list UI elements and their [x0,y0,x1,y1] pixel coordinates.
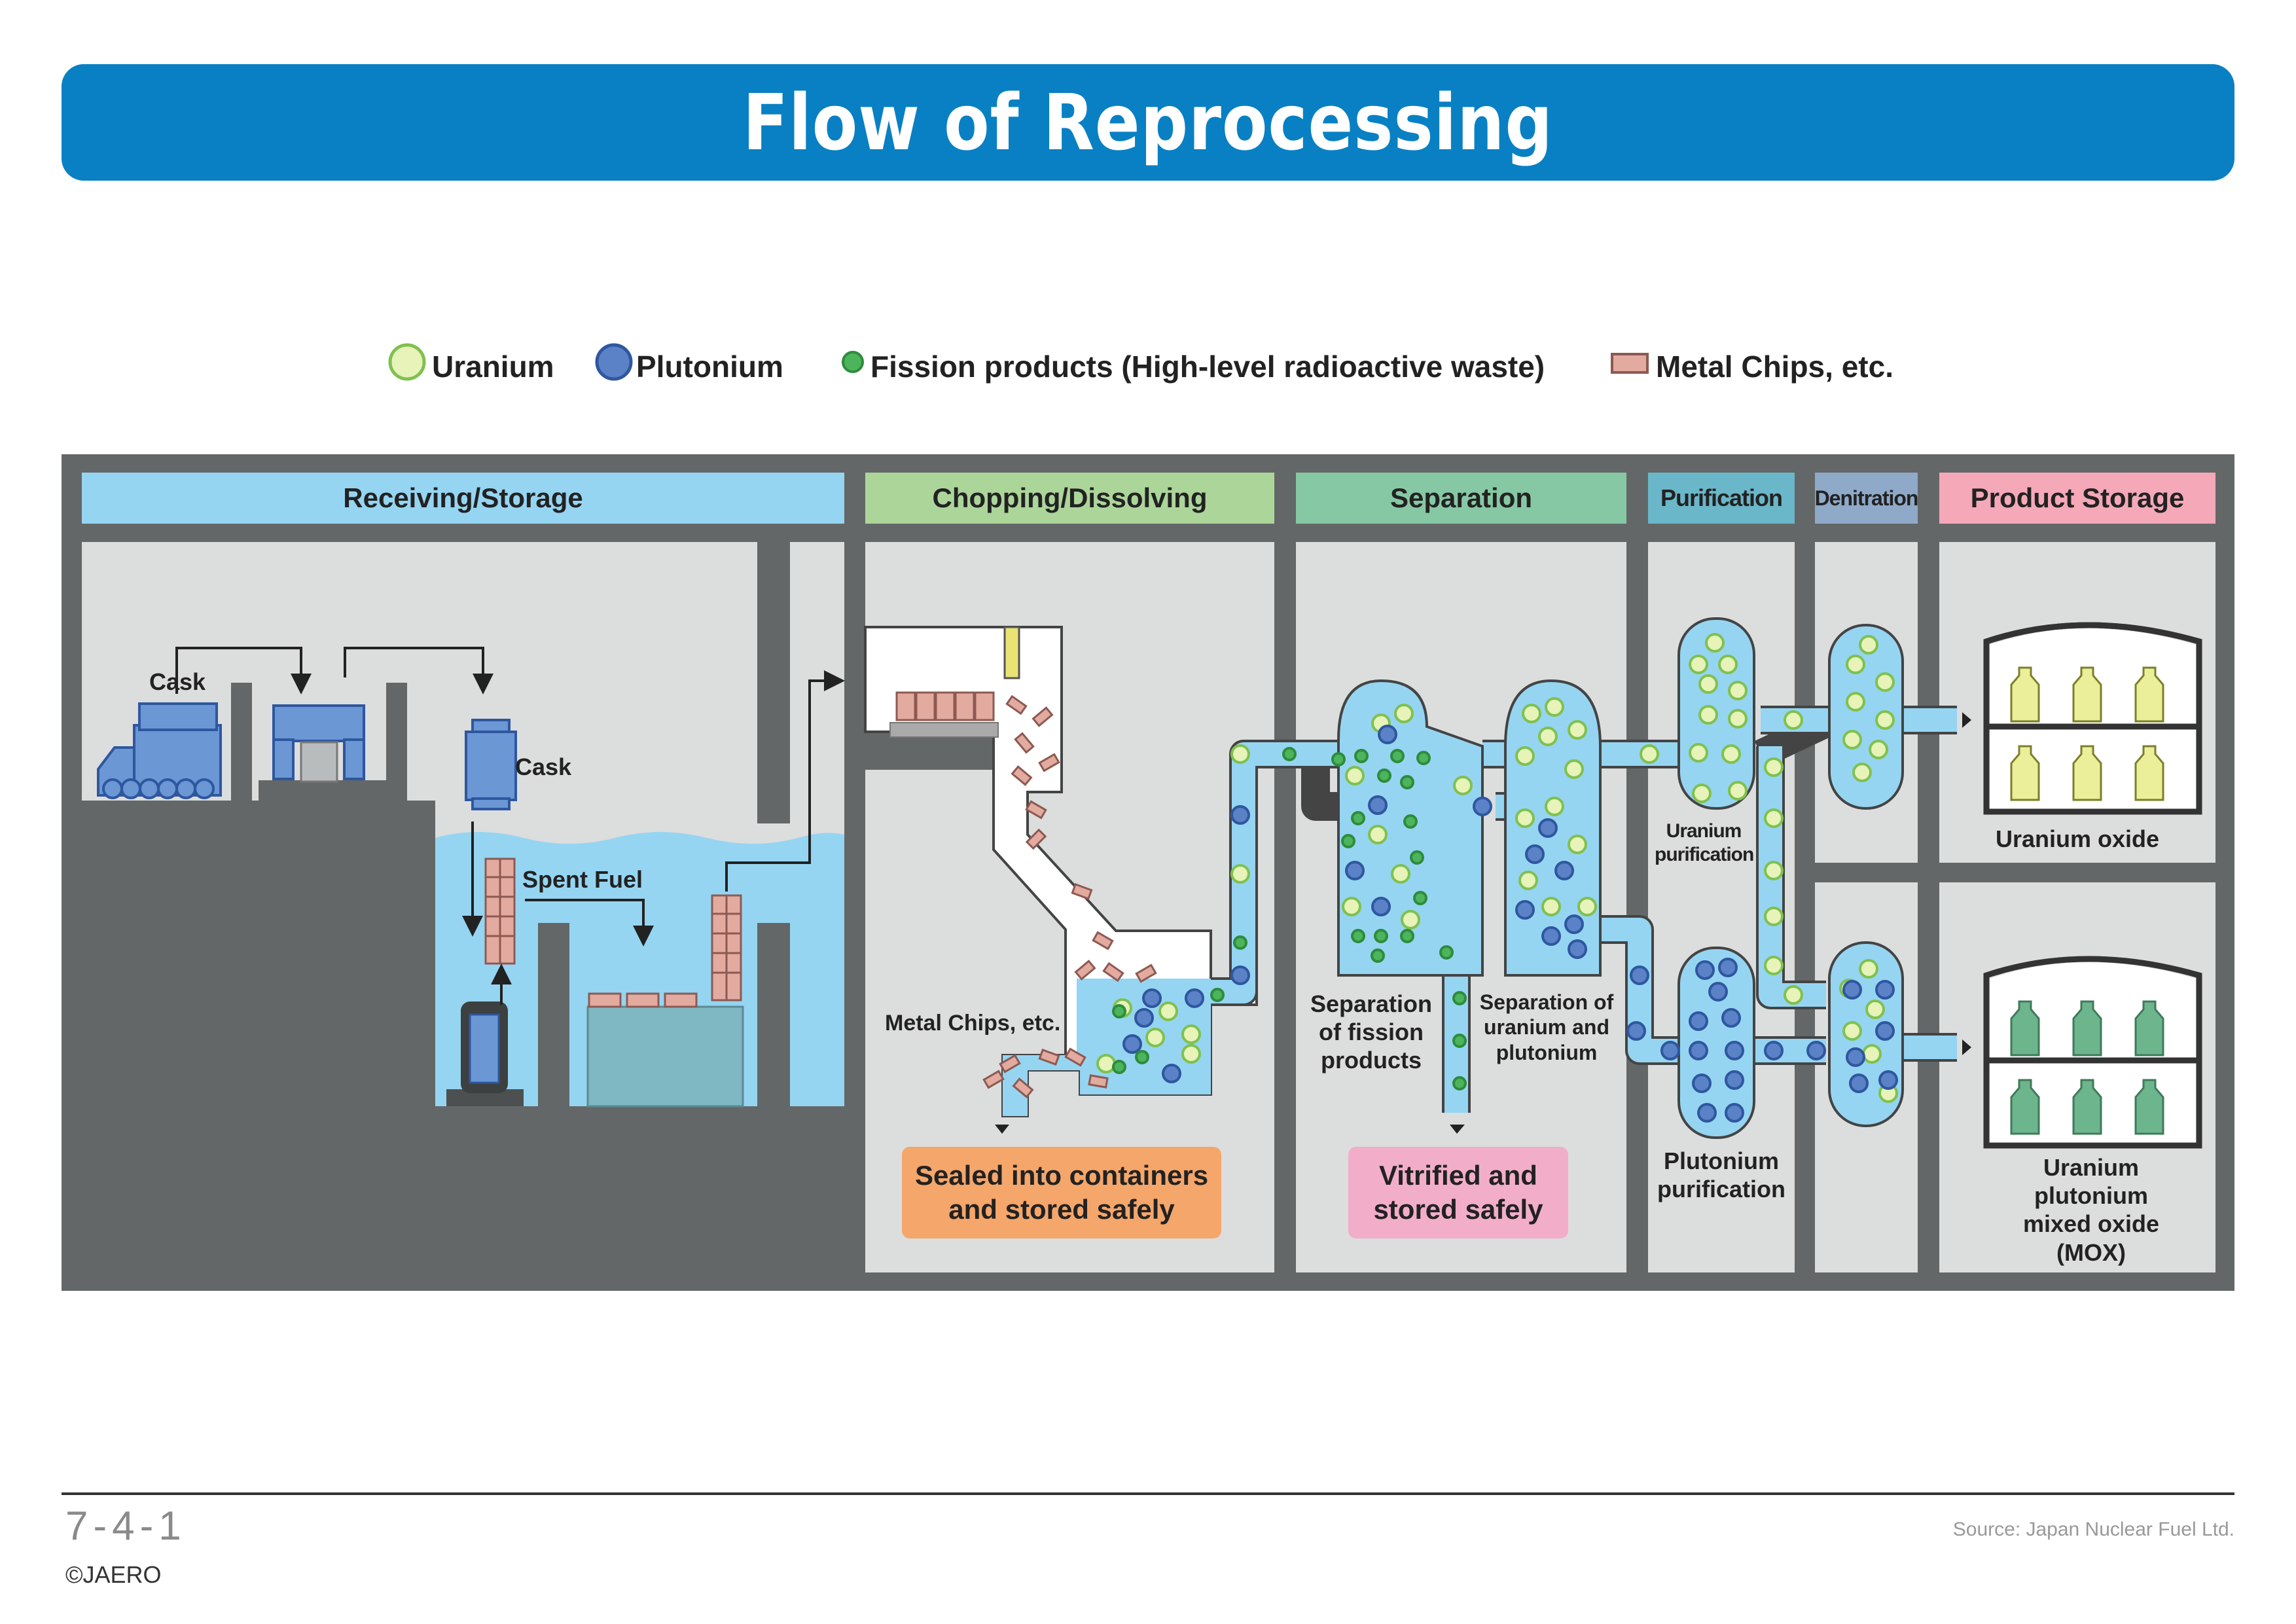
cask-on-platform-icon [272,704,365,780]
pool-divider-1 [538,923,569,1106]
spent-fuel-label: Spent Fuel [522,866,643,893]
legend-label-plutonium: Plutonium [636,350,783,384]
uranium-purification-label: Uranium purification [1655,820,1754,865]
fission-product-particles [1112,747,1467,1091]
pool-divider-2 [757,923,790,1106]
separation-u-pu-label: Separation of uranium and plutonium [1479,990,1614,1064]
legend-label-fission-products: Fission products (High-level radioactive… [870,350,1545,384]
vessel-u-denitration [1828,624,1904,810]
hanging-cask-icon [465,719,517,810]
legend-label-uranium: Uranium [432,350,554,384]
mox-arrow [1962,1039,1971,1055]
legend-fission-products: Fission products (High-level radioactive… [870,340,1545,393]
mox-label: Uranium plutonium mixed oxide (MOX) [2022,1154,2160,1266]
uranium-particles [1096,633,1898,1103]
chips-outlet-arrow [995,1125,1009,1134]
sealed-box: Sealed into containers and stored safely [902,1147,1221,1238]
fuel-assembly-2 [711,894,742,1001]
legend-uranium: Uranium [432,340,554,393]
uranium-oxide-label: Uranium oxide [1995,825,2160,852]
stored-fuel [588,992,698,1008]
fuel-assembly-1 [484,857,516,965]
fp-outlet-arrow [1450,1125,1465,1134]
stage-bar-purification [1648,473,1795,524]
plutonium-circle-icon [595,343,633,381]
u-oxide-arrow [1962,712,1971,728]
receiving-arrows [175,647,845,1005]
receiving-building [82,542,844,1272]
title-banner: Flow of Reprocessing [62,64,2234,181]
legend-metal-chips: Metal Chips, etc. [1656,340,1893,393]
stage-label-purification: Purification [1660,484,1783,511]
metal-chips-label: Metal Chips, etc. [885,1011,1061,1036]
shear-blade [1003,626,1020,679]
stage-bar-separation [1296,473,1626,524]
storage-rack [586,1005,744,1108]
legend-label-metal-chips: Metal Chips, etc. [1656,350,1893,384]
uranium-circle-icon [388,343,426,381]
legend-plutonium: Plutonium [636,340,783,393]
page-title: Flow of Reprocessing [742,77,1554,168]
stage-label-product-storage: Product Storage [1970,482,2185,513]
fission-products-dot-icon [842,351,864,373]
page-number: 7-4-1 [65,1504,187,1549]
plutonium-purification-label: Plutonium purification [1657,1147,1785,1203]
separation-fp-label: Separation of fission products [1310,990,1433,1074]
stage-label-separation: Separation [1390,482,1533,513]
mox-rack [1983,956,2202,1149]
truck-icon [97,702,222,799]
shear-fuel-stack [895,691,995,721]
stage-label-denitration: Denitration [1814,486,1919,510]
copyright: ©JAERO [65,1561,162,1588]
shear-tray [889,722,999,738]
stage-bar-receiving [82,473,844,524]
source-credit: Source: Japan Nuclear Fuel Ltd. [1952,1519,2234,1540]
stage-bar-denitration [1815,473,1918,524]
cask-label-2: Cask [515,753,572,780]
stage-bar-chopping [865,473,1274,524]
falling-chips [982,695,1157,1098]
footer-divider [62,1492,2234,1495]
plutonium-particles [1122,725,1898,1123]
vitrified-box: Vitrified and stored safely [1348,1147,1568,1238]
stage-label-chopping: Chopping/Dissolving [932,482,1208,513]
mox-bottles [2010,1000,2164,1135]
cask-label-1: Cask [149,668,206,695]
uranium-oxide-bottles [2010,666,2164,801]
stage-bar-product [1939,473,2215,524]
metal-chips-square-icon [1611,353,1649,374]
unloading-pit-icon [446,1001,524,1106]
stage-label-receiving: Receiving/Storage [343,482,583,513]
